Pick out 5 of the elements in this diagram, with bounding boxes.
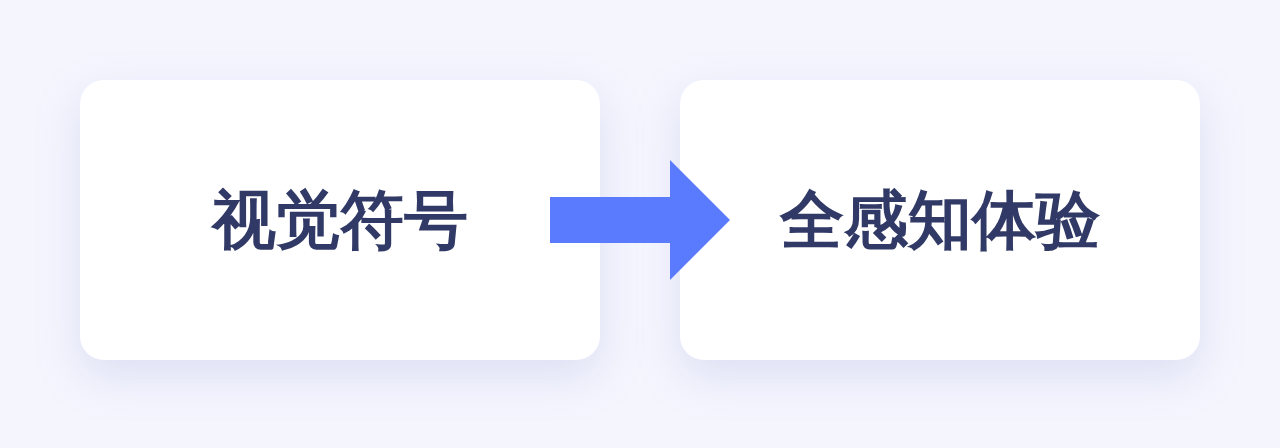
- card-title: 视觉符号: [212, 188, 468, 252]
- arrow: [550, 160, 730, 280]
- card: [680, 80, 1200, 360]
- card: [80, 80, 600, 360]
- card-title: 全感知体验: [780, 188, 1100, 252]
